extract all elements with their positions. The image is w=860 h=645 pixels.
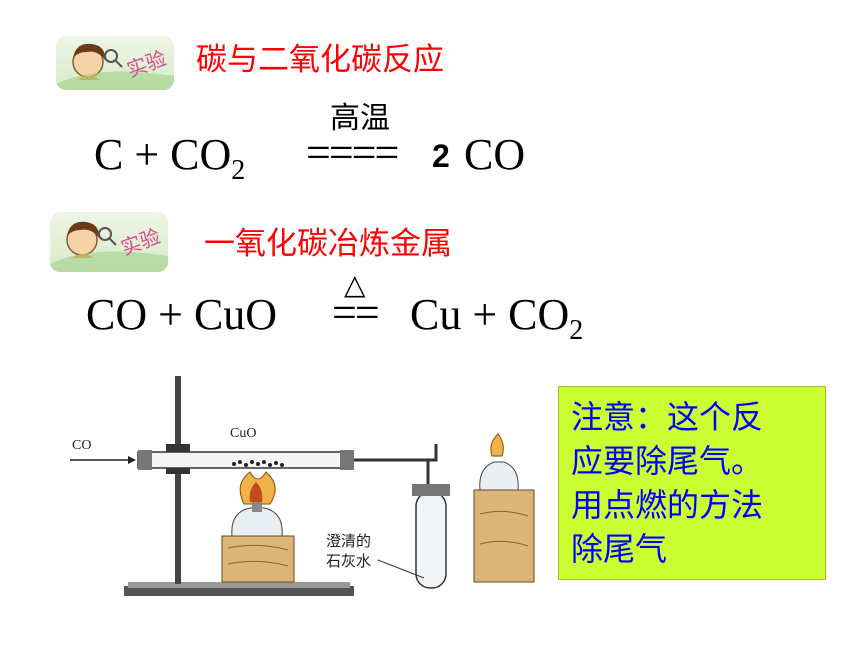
cartoon-scientist-icon: [56, 43, 174, 90]
label-limewater-line2: 石灰水: [326, 554, 372, 570]
note-line-1: 注意：这个反: [571, 398, 764, 436]
label-cuo: CuO: [230, 426, 257, 441]
equation2-sign: ==: [332, 288, 380, 337]
equation2-right: Cu + CO2: [410, 290, 584, 346]
equation1-left: C + CO2: [94, 130, 246, 186]
note-line-2: 应要除尾气。: [571, 442, 764, 480]
equation1-condition: 高温: [330, 101, 390, 136]
section-title-carbon-co2: 碳与二氧化碳反应: [196, 42, 444, 78]
note-line-3: 用点燃的方法: [571, 486, 764, 524]
equation1-coefficient: 2: [432, 138, 450, 174]
experiment-badge-1: 实验: [56, 36, 174, 90]
equation1-sign: ====: [306, 128, 399, 177]
note-line-4: 除尾气: [571, 530, 668, 568]
cartoon-scientist-icon: [50, 221, 168, 272]
reduction-apparatus-illustration: [70, 376, 535, 596]
equation2-condition: △: [344, 268, 366, 301]
experiment-badge-2: 实验: [50, 212, 168, 272]
apparatus-diagram: CO CuO 澄清的 石灰水: [44, 364, 540, 608]
label-limewater-line1: 澄清的: [326, 534, 372, 550]
equation2-left: CO + CuO: [86, 290, 278, 339]
equation1-right: CO: [464, 130, 526, 179]
label-co: CO: [72, 438, 92, 453]
note-box: 注意：这个反 应要除尾气。 用点燃的方法 除尾气: [558, 386, 826, 580]
section-title-co-smelting: 一氧化碳冶炼金属: [204, 226, 452, 262]
